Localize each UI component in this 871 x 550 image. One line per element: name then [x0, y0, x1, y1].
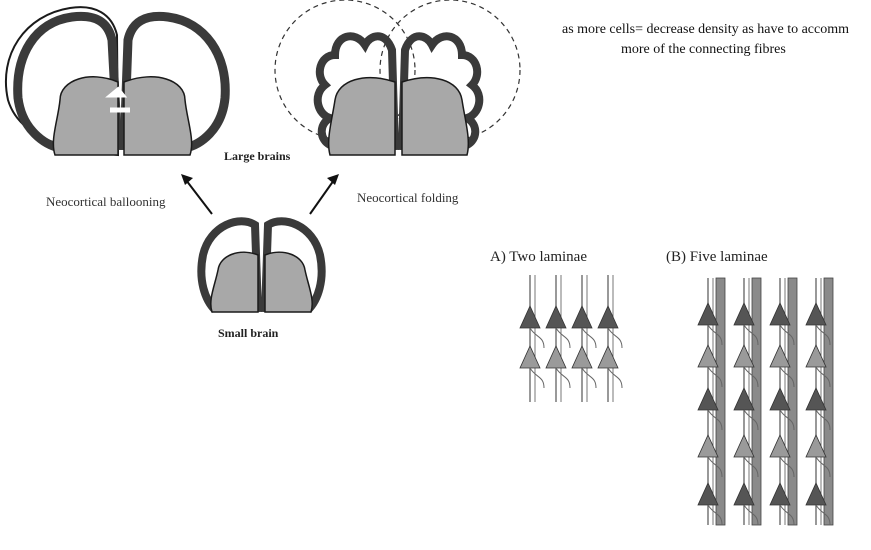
ballooning-label: Neocortical ballooning: [46, 194, 166, 209]
pyramidal-neuron: [805, 482, 827, 506]
pyramidal-neuron: [769, 387, 791, 411]
dendrite: [743, 366, 759, 388]
pyramidal-neuron: [805, 434, 827, 458]
folding-label: Neocortical folding: [357, 190, 459, 205]
fiber-bundle: [823, 277, 834, 526]
pyramidal-neuron: [769, 434, 791, 458]
pyramidal-neuron: [805, 302, 827, 326]
annotation-line-2: more of the connecting fibres: [621, 42, 786, 57]
pyramidal-neuron: [697, 434, 719, 458]
dendrite: [581, 327, 597, 349]
pyramidal-neuron: [733, 344, 755, 368]
dendrite: [815, 409, 831, 431]
pyramidal-neuron: [697, 302, 719, 326]
large-brain-folding: [274, 0, 521, 156]
pyramidal-neuron: [545, 305, 567, 329]
dendrite: [743, 504, 759, 526]
dendrite: [529, 327, 545, 349]
annotation-text: as more cells= decrease density as have …: [562, 20, 871, 60]
dendrite: [779, 456, 795, 478]
dendrite: [815, 366, 831, 388]
dendrite: [707, 456, 723, 478]
dendrite: [743, 456, 759, 478]
fiber-bundle: [751, 277, 762, 526]
pyramidal-neuron: [733, 387, 755, 411]
pyramidal-neuron: [697, 344, 719, 368]
dendrite: [581, 367, 597, 389]
dendrite: [815, 324, 831, 346]
pyramidal-neuron: [769, 344, 791, 368]
small-brain: [197, 217, 326, 313]
pyramidal-neuron: [597, 345, 619, 369]
dendrite: [779, 324, 795, 346]
two-laminae-diagram: [519, 275, 623, 402]
fiber-bundle: [787, 277, 798, 526]
dendrite: [555, 327, 571, 349]
dendrite: [707, 504, 723, 526]
small-brain-label: Small brain: [218, 326, 279, 340]
dendrite: [707, 409, 723, 431]
pyramidal-neuron: [733, 302, 755, 326]
dendrite: [815, 456, 831, 478]
dendrite: [779, 366, 795, 388]
subcortex-gray: [52, 76, 119, 156]
pyramidal-neuron: [697, 482, 719, 506]
panel-a-title: A) Two laminae: [490, 249, 587, 265]
pyramidal-neuron: [805, 387, 827, 411]
pyramidal-neuron: [769, 302, 791, 326]
dendrite: [607, 367, 623, 389]
pyramidal-neuron: [733, 434, 755, 458]
pyramidal-neuron: [597, 305, 619, 329]
five-laminae-diagram: [697, 277, 834, 526]
dendrite: [707, 324, 723, 346]
dendrite: [743, 409, 759, 431]
dendrite: [815, 504, 831, 526]
pyramidal-neuron: [519, 305, 541, 329]
pyramidal-neuron: [545, 345, 567, 369]
pyramidal-neuron: [519, 345, 541, 369]
dendrite: [779, 409, 795, 431]
large-brains-label: Large brains: [224, 149, 291, 163]
dendrite: [607, 327, 623, 349]
pyramidal-neuron: [571, 345, 593, 369]
arrow-folding: [309, 174, 339, 215]
dendrite: [779, 504, 795, 526]
panel-b-title: (B) Five laminae: [666, 249, 768, 265]
dendrite: [707, 366, 723, 388]
dendrite: [529, 367, 545, 389]
annotation-line-1: as more cells= decrease density as have …: [562, 22, 849, 37]
pyramidal-neuron: [805, 344, 827, 368]
dendrite: [555, 367, 571, 389]
fiber-bundle: [715, 277, 726, 526]
pyramidal-neuron: [733, 482, 755, 506]
pyramidal-neuron: [571, 305, 593, 329]
arrow-ballooning: [181, 174, 213, 215]
pyramidal-neuron: [769, 482, 791, 506]
pyramidal-neuron: [697, 387, 719, 411]
dendrite: [743, 324, 759, 346]
large-brain-ballooning: [4, 6, 230, 157]
